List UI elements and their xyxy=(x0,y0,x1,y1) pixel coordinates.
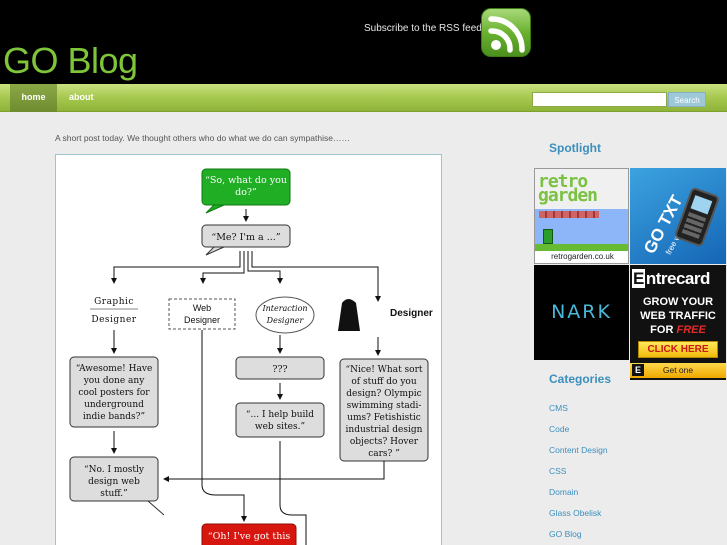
retro-ground xyxy=(535,244,628,252)
entre-line3-prefix: FOR xyxy=(650,324,674,336)
bubble-nice-l6: industrial design xyxy=(346,425,423,435)
entrecard-logo-rest: ntrecard xyxy=(645,269,711,288)
bubble-no-l1: “No. I mostly xyxy=(84,464,145,475)
bubble-help-l1: “... I help build xyxy=(246,409,314,420)
bubble-help-l2: web sites.” xyxy=(255,422,305,432)
category-link[interactable]: Code xyxy=(549,424,570,434)
role-designer: Designer xyxy=(390,308,433,319)
bubble-awesome-l4: underground xyxy=(84,400,144,410)
bubble-nice-l3: design? Olympic xyxy=(346,389,421,399)
ad-gotxt[interactable]: GO TXT free web 2 txt xyxy=(630,168,726,264)
rss-subscribe-link[interactable]: Subscribe to the RSS feed xyxy=(364,23,482,34)
category-link[interactable]: Glass Obelisk xyxy=(549,508,602,518)
role-graphic-line2: Designer xyxy=(91,315,136,325)
bubble-nice-l2: of stuff do you xyxy=(351,377,416,387)
retro-line2: garden xyxy=(538,185,598,206)
bubble-nice-l7: objects? Hover xyxy=(350,437,419,447)
ad-retrogarden[interactable]: retro garden retrogarden.co.uk xyxy=(534,168,629,264)
retro-bricks xyxy=(539,211,599,218)
search-input[interactable] xyxy=(532,92,667,107)
bubble-awesome-l3: cool posters for xyxy=(78,388,150,398)
bubble-qqq-text: ??? xyxy=(272,364,287,375)
retro-pipe-icon xyxy=(543,229,553,244)
role-interaction-line2: Designer xyxy=(266,316,305,325)
entre-line3: FOR FREE xyxy=(630,324,726,336)
nark-text: NARK xyxy=(551,301,612,323)
role-web-box xyxy=(168,298,236,330)
category-link[interactable]: GO Blog xyxy=(549,529,582,539)
bubble-nice-l5: ums? Fetishistic xyxy=(347,413,421,423)
phone-icon xyxy=(673,186,721,248)
bubble-oh xyxy=(201,523,297,545)
role-graphic-line1: Graphic xyxy=(94,297,134,307)
bubble-me xyxy=(201,224,291,248)
post-intro: A short post today. We thought others wh… xyxy=(55,133,350,143)
category-link[interactable]: CSS xyxy=(549,466,567,476)
category-link[interactable]: CMS xyxy=(549,403,568,413)
retro-line1: retro xyxy=(538,171,588,192)
bubble-awesome-l5: indie bands?” xyxy=(83,412,145,422)
search-button[interactable]: Search xyxy=(668,92,706,107)
role-web-line2: Designer xyxy=(184,315,220,325)
bubble-awesome xyxy=(69,356,159,428)
entre-line3-accent: FREE xyxy=(676,324,706,336)
bubble-qqq xyxy=(235,356,325,380)
categories-list: CMS Code Content Design CSS Domain Glass… xyxy=(549,403,608,545)
nav-home[interactable]: home xyxy=(10,84,57,112)
bubble-nice-l4: swimming stadi- xyxy=(347,401,422,411)
bubble-no-l3: stuff.” xyxy=(100,489,128,499)
category-link[interactable]: Content Design xyxy=(549,445,608,455)
site-header: GO Blog Subscribe to the RSS feed xyxy=(0,0,727,84)
role-web-line1: Web xyxy=(193,303,211,313)
spotlight-heading: Spotlight xyxy=(549,141,601,155)
site-title[interactable]: GO Blog xyxy=(3,40,138,81)
role-interaction-line1: Interaction xyxy=(261,304,307,313)
categories-heading: Categories xyxy=(549,372,612,386)
flowchart-image: “So, what do you do?” “Me? I'm a ...” Gr… xyxy=(55,154,442,545)
entre-line2: WEB TRAFFIC xyxy=(640,310,716,322)
entre-line1: GROW YOUR xyxy=(642,296,714,308)
retro-url: retrogarden.co.uk xyxy=(535,251,628,263)
ad-nark[interactable]: NARK xyxy=(534,265,629,360)
bubble-start-line1: “So, what do you xyxy=(205,175,287,186)
entrecard-logo-e: E xyxy=(632,269,645,288)
bubble-nice-l1: “Nice! What sort xyxy=(345,364,422,375)
bubble-awesome-l1: “Awesome! Have xyxy=(76,363,153,374)
bubble-no-l2: design web xyxy=(88,477,140,487)
bubble-nice-l8: cars? ” xyxy=(368,449,400,459)
bubble-start xyxy=(201,168,291,206)
rss-icon[interactable] xyxy=(481,8,531,57)
bubble-me-text: “Me? I'm a ...” xyxy=(211,232,280,243)
nav-about[interactable]: about xyxy=(69,92,94,102)
bubble-oh-text: “Oh! I've got this xyxy=(208,531,291,542)
bubble-start-line2: do?” xyxy=(235,187,257,198)
bubble-awesome-l2: you done any xyxy=(83,376,145,386)
entre-click-button[interactable]: CLICK HERE xyxy=(638,341,718,358)
turtleneck-icon xyxy=(338,299,360,331)
category-link[interactable]: Domain xyxy=(549,487,579,497)
role-interaction-oval xyxy=(255,296,315,334)
entre-get-one-button[interactable]: Get one xyxy=(630,363,726,378)
bubble-no xyxy=(69,456,159,502)
bubble-help xyxy=(235,402,325,438)
